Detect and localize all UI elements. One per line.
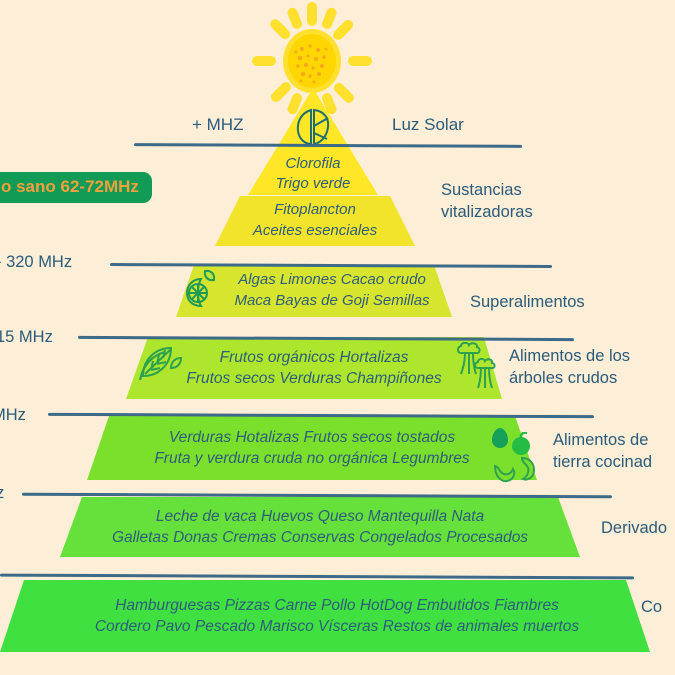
category-line: tierra cocinad — [553, 452, 653, 471]
pepper-icon — [512, 432, 530, 455]
category-label-alimentos-arboles-crudos: Alimentos de los árboles crudos — [509, 346, 630, 390]
category-line: Superalimentos — [470, 293, 585, 311]
category-line: vitalizadoras — [441, 202, 533, 221]
status-badge[interactable]: o sano 62-72MHz — [0, 172, 152, 203]
tier-7-comida[interactable]: Hamburguesas Pizzas Carne Pollo HotDog E… — [0, 580, 650, 652]
category-line: Co — [641, 598, 663, 616]
category-line: árboles crudos — [509, 368, 618, 387]
leaf-icon — [296, 108, 330, 146]
broccoli-icon — [457, 342, 481, 375]
freq-label-4: z — [0, 484, 5, 502]
freq-label-1: - 320 MHz — [0, 253, 73, 271]
category-line: Alimentos de — [553, 431, 649, 449]
header-left-label: + MHZ — [192, 115, 244, 134]
avocado-icon — [492, 428, 508, 448]
category-label-comida: Co — [641, 597, 662, 619]
freq-label-2: 15 MHz — [0, 328, 53, 346]
tier-6-derivados[interactable]: Leche de vaca Huevos Queso Mantequilla N… — [60, 497, 580, 557]
category-label-derivados: Derivado — [601, 518, 667, 540]
leaves-icon — [138, 346, 183, 381]
category-line: Sustancias — [441, 181, 522, 199]
lemon-slice-icon — [185, 269, 216, 308]
header-right-label: Luz Solar — [392, 115, 464, 134]
freq-label-3: MHz — [0, 406, 26, 424]
category-label-sustancias-vitalizadoras: Sustancias vitalizadoras — [441, 180, 533, 224]
category-line: Alimentos de los — [509, 347, 631, 365]
cashew-icon — [493, 464, 516, 483]
broccoli-icon — [474, 358, 496, 389]
bean-icon — [520, 456, 536, 481]
tier-5-alimentos-tierra-cocinados[interactable]: Verduras Hotalizas Frutos secos tostados… — [87, 416, 537, 480]
category-label-superalimentos: Superalimentos — [470, 292, 585, 314]
tier-2-sustancias-vitalizadoras[interactable]: Fitoplancton Aceites esenciales — [215, 196, 415, 246]
category-line: Derivado — [601, 519, 668, 537]
category-label-alimentos-tierra-cocinados: Alimentos de tierra cocinad — [553, 430, 652, 474]
sun-icon — [252, 2, 372, 120]
divider-rule-6 — [0, 573, 635, 580]
